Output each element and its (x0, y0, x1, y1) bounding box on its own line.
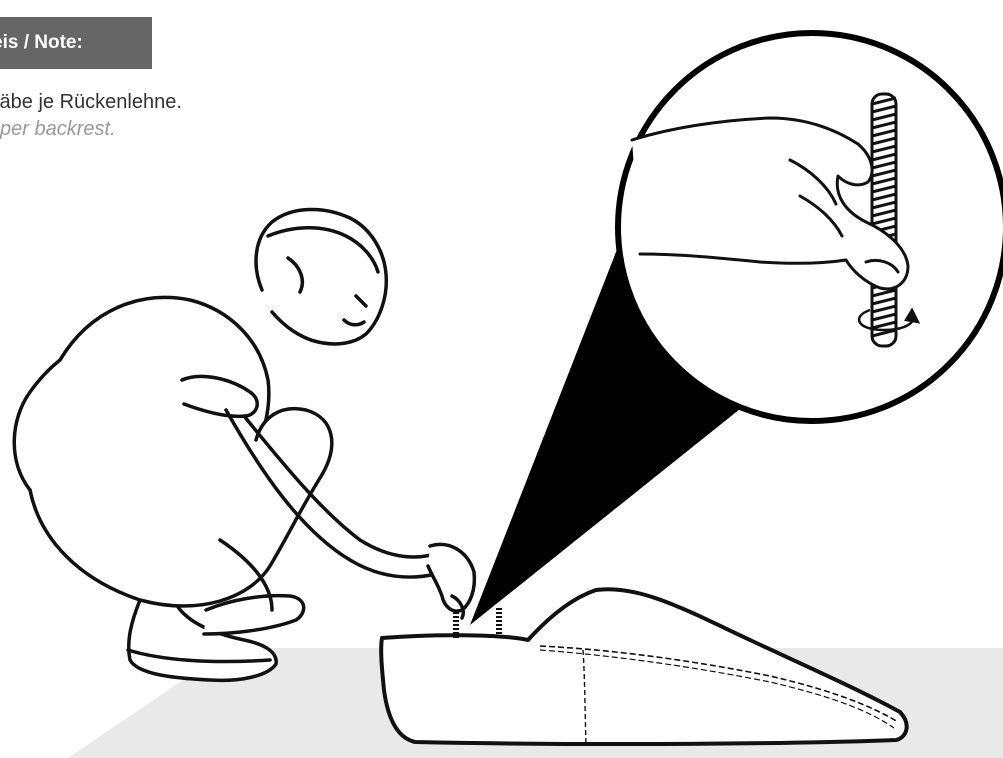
crouching-person (14, 209, 474, 680)
zoomed-threaded-rod (872, 94, 896, 346)
